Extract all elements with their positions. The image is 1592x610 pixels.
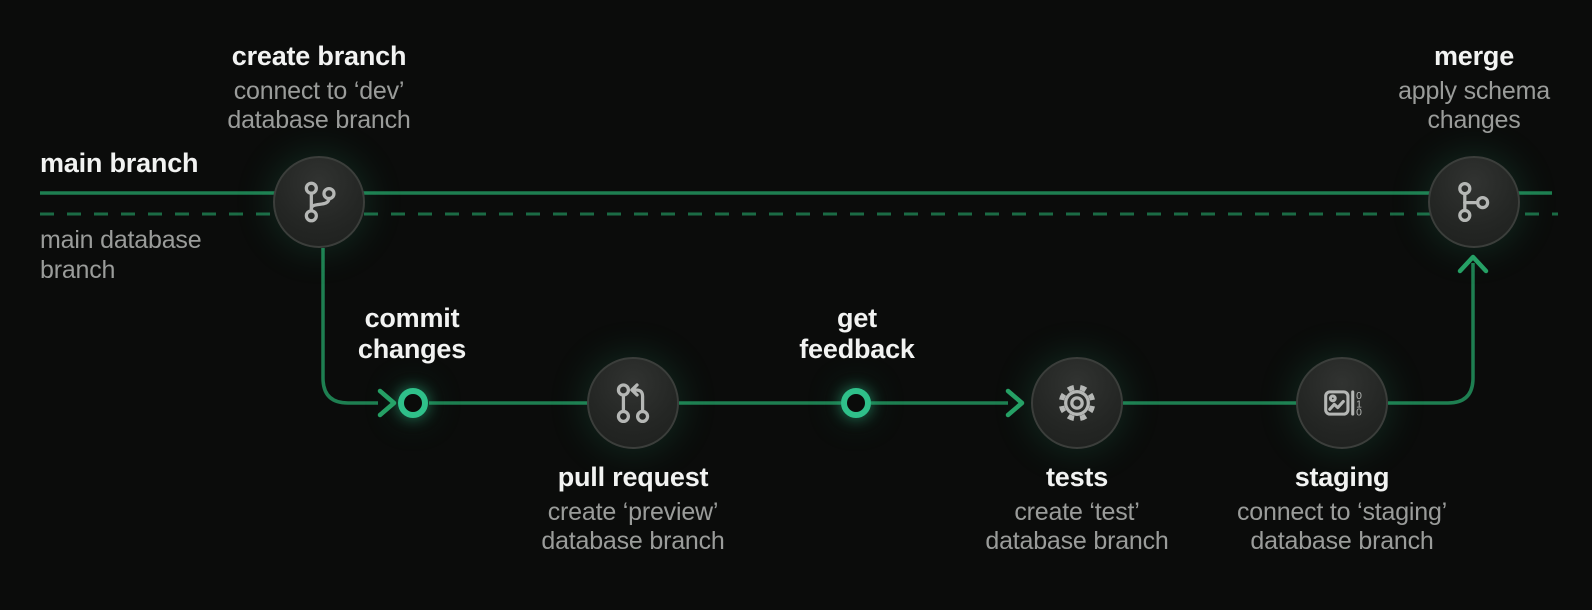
git-merge-icon [1458,181,1490,223]
create-branch-subtitle-line2: database branch [227,106,411,134]
main-branch-label: main branch [40,147,340,179]
create-branch-label: create branch connect to ‘dev’ database … [139,40,499,135]
tests-subtitle-line1: create ‘test’ [1014,498,1140,526]
pull-request-title: pull request [557,462,709,492]
main-database-line1: main database [40,226,202,254]
staging-to-merge-path [1388,263,1475,405]
staging-subtitle-line1: connect to ‘staging’ [1236,498,1448,526]
tests-title: tests [1045,462,1109,492]
git-pull-request-icon [616,383,650,424]
svg-text:1: 1 [1356,399,1362,410]
pull-request-subtitle-line2: database branch [541,527,725,555]
tests-node [1031,357,1123,449]
gear-icon [1058,384,1096,422]
pull-request-node [587,357,679,449]
image-binary-icon: 0 1 0 [1324,390,1362,419]
staging-subtitle-line2: database branch [1250,527,1434,555]
staging-node: 0 1 0 [1296,357,1388,449]
get-feedback-label: get feedback [677,303,1037,365]
commit-changes-line1: commit [364,303,460,333]
create-branch-node [273,156,365,248]
commit-waypoint-ring [398,388,428,418]
create-branch-title: create branch [231,41,407,71]
commit-changes-label: commit changes [232,303,592,365]
get-feedback-line1: get [837,303,877,333]
arrow-into-tests-icon [1005,388,1025,418]
staging-label: staging connect to ‘staging’ database br… [1162,461,1522,556]
svg-text:0: 0 [1356,408,1362,419]
main-database-line2: branch [40,256,116,284]
merge-title: merge [1433,41,1515,71]
merge-subtitle-line2: changes [1427,106,1521,134]
arrow-into-commit-icon [377,388,397,418]
pull-request-label: pull request create ‘preview’ database b… [453,461,813,556]
tests-subtitle-line2: database branch [985,527,1169,555]
main-branch-title: main branch [40,148,199,178]
git-branch-icon [304,181,336,223]
merge-subtitle-line1: apply schema [1398,77,1550,105]
create-branch-subtitle-line1: connect to ‘dev’ [233,77,405,105]
staging-title: staging [1294,462,1390,492]
merge-node [1428,156,1520,248]
commit-changes-line2: changes [357,334,467,364]
pull-request-subtitle-line1: create ‘preview’ [547,498,719,526]
main-database-branch-label: main database branch [40,225,340,285]
feedback-waypoint-ring [841,388,871,418]
get-feedback-line2: feedback [799,334,915,364]
feature-branch-down-path [321,248,378,405]
tests-label: tests create ‘test’ database branch [897,461,1257,556]
svg-text:0: 0 [1356,391,1362,402]
arrow-into-merge-icon [1457,254,1489,274]
merge-label: merge apply schema changes [1294,40,1592,135]
